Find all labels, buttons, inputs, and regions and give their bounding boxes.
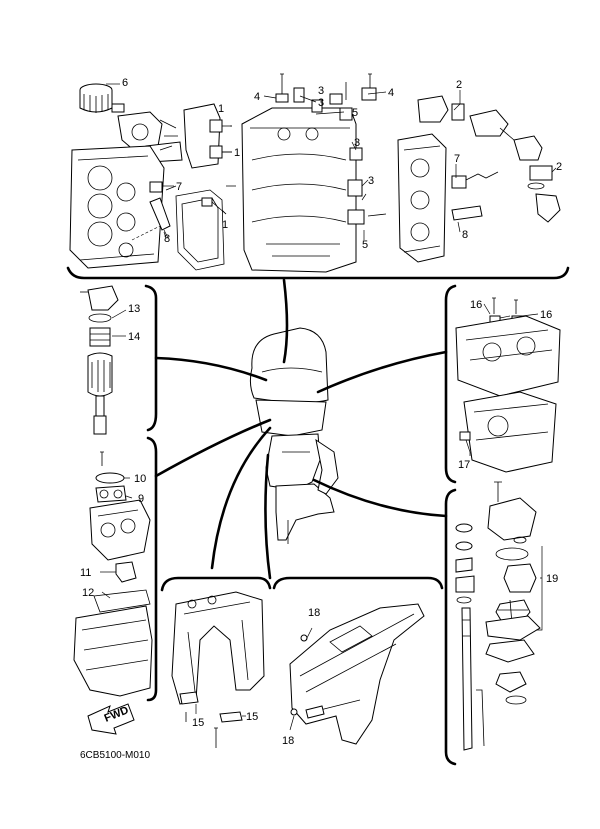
cover-gasket-12 <box>93 589 151 613</box>
anode-15-right <box>219 711 243 723</box>
oil-filter <box>79 83 125 113</box>
callout-17: 17 <box>458 459 470 471</box>
o-ring-13 <box>88 313 112 323</box>
callout-16-left: 16 <box>470 299 482 311</box>
callout-3-second: 3 <box>318 97 324 109</box>
cylinder-block <box>241 107 357 273</box>
water-pump-section <box>455 481 543 751</box>
callout-1-mid: 1 <box>234 147 240 159</box>
callout-3-lower: 3 <box>368 175 374 187</box>
sensor-11 <box>115 561 137 583</box>
callout-10: 10 <box>134 473 146 485</box>
water-pump-bracket <box>444 488 457 766</box>
powerhead-section <box>69 73 561 273</box>
pump-housing <box>487 497 537 541</box>
section-frames <box>66 266 570 766</box>
callout-3-top: 3 <box>318 85 324 97</box>
upper-case <box>265 433 321 491</box>
intake-section <box>73 451 153 697</box>
callout-1-top: 1 <box>218 103 224 115</box>
lower-unit-section-frame <box>272 576 444 590</box>
spark-plug-right <box>451 205 483 221</box>
callout-4-right: 4 <box>388 87 394 99</box>
oil-pan <box>463 391 557 473</box>
fwd-arrow-icon: FWD <box>87 703 135 735</box>
outboard-silhouette <box>249 327 339 544</box>
callout-15-left: 15 <box>192 717 204 729</box>
callout-4-left: 4 <box>254 91 260 103</box>
oil-pan-bracket <box>444 284 457 484</box>
o-ring-19 <box>495 547 529 561</box>
lower-unit-casing <box>289 603 425 745</box>
bracket-section <box>171 591 265 748</box>
callout-13: 13 <box>128 303 140 315</box>
top-cowling <box>249 327 329 404</box>
top-section-bracket <box>66 266 570 280</box>
throttle-body <box>89 499 151 561</box>
callout-11: 11 <box>80 567 91 579</box>
bracket-section-frame <box>160 576 272 592</box>
callout-8-left: 8 <box>164 233 170 245</box>
callout-5-top: 5 <box>352 107 358 119</box>
sensor-right <box>451 175 467 189</box>
callout-2-right: 2 <box>556 161 562 173</box>
callout-leaders <box>106 83 557 456</box>
callout-8-right: 8 <box>462 229 468 241</box>
drive-shaft <box>461 607 473 751</box>
lower-unit-section <box>289 603 425 745</box>
callout-7-right: 7 <box>454 153 460 165</box>
fuel-filter-bracket <box>144 284 158 432</box>
gasket-10 <box>95 472 125 484</box>
callout-7-left: 7 <box>176 181 182 193</box>
callout-2-top: 2 <box>456 79 462 91</box>
cylinder-head-left <box>69 145 165 269</box>
oil-pan-section <box>455 297 561 473</box>
drain-screw-bottom <box>290 708 298 716</box>
exhaust-guide <box>455 315 561 397</box>
block-fittings <box>275 73 387 225</box>
callout-19: 19 <box>546 573 558 585</box>
callout-12: 12 <box>82 587 94 599</box>
callout-labels: 6 1 1 1 4 3 3 5 4 3 3 5 2 2 7 8 7 8 13 1… <box>80 77 562 747</box>
callout-15-right: 15 <box>246 711 258 723</box>
fuel-filter-section <box>80 285 127 435</box>
outer-plate <box>485 615 541 641</box>
callout-18-top: 18 <box>308 607 320 619</box>
head-gasket <box>175 189 225 271</box>
callout-14: 14 <box>128 331 140 343</box>
sensor-left <box>149 181 163 193</box>
cover-bracket <box>146 436 158 702</box>
diagram-code: 6CB5100-M010 <box>80 750 150 761</box>
anode-15-left <box>179 691 199 705</box>
fuel-filter-cup <box>87 352 113 397</box>
cylinder-head-right <box>397 133 447 263</box>
trim-tab <box>305 705 325 719</box>
filter-element-14 <box>89 327 111 347</box>
insert-cartridge <box>503 563 537 593</box>
callout-3-mid: 3 <box>354 137 360 149</box>
callout-9: 9 <box>138 493 144 505</box>
spark-plug-left <box>149 197 171 231</box>
swivel-bracket <box>171 591 265 705</box>
callout-1-bottom: 1 <box>222 219 228 231</box>
callout-5-bottom: 5 <box>362 239 368 251</box>
drain-screw-top <box>300 634 308 642</box>
clamp-bracket <box>315 438 339 495</box>
section-connectors <box>154 278 448 580</box>
callout-18-bottom: 18 <box>282 735 294 747</box>
callout-16-right: 16 <box>540 309 552 321</box>
bottom-cowling <box>255 399 327 437</box>
callout-6: 6 <box>122 77 128 89</box>
intake-manifold <box>73 605 153 697</box>
